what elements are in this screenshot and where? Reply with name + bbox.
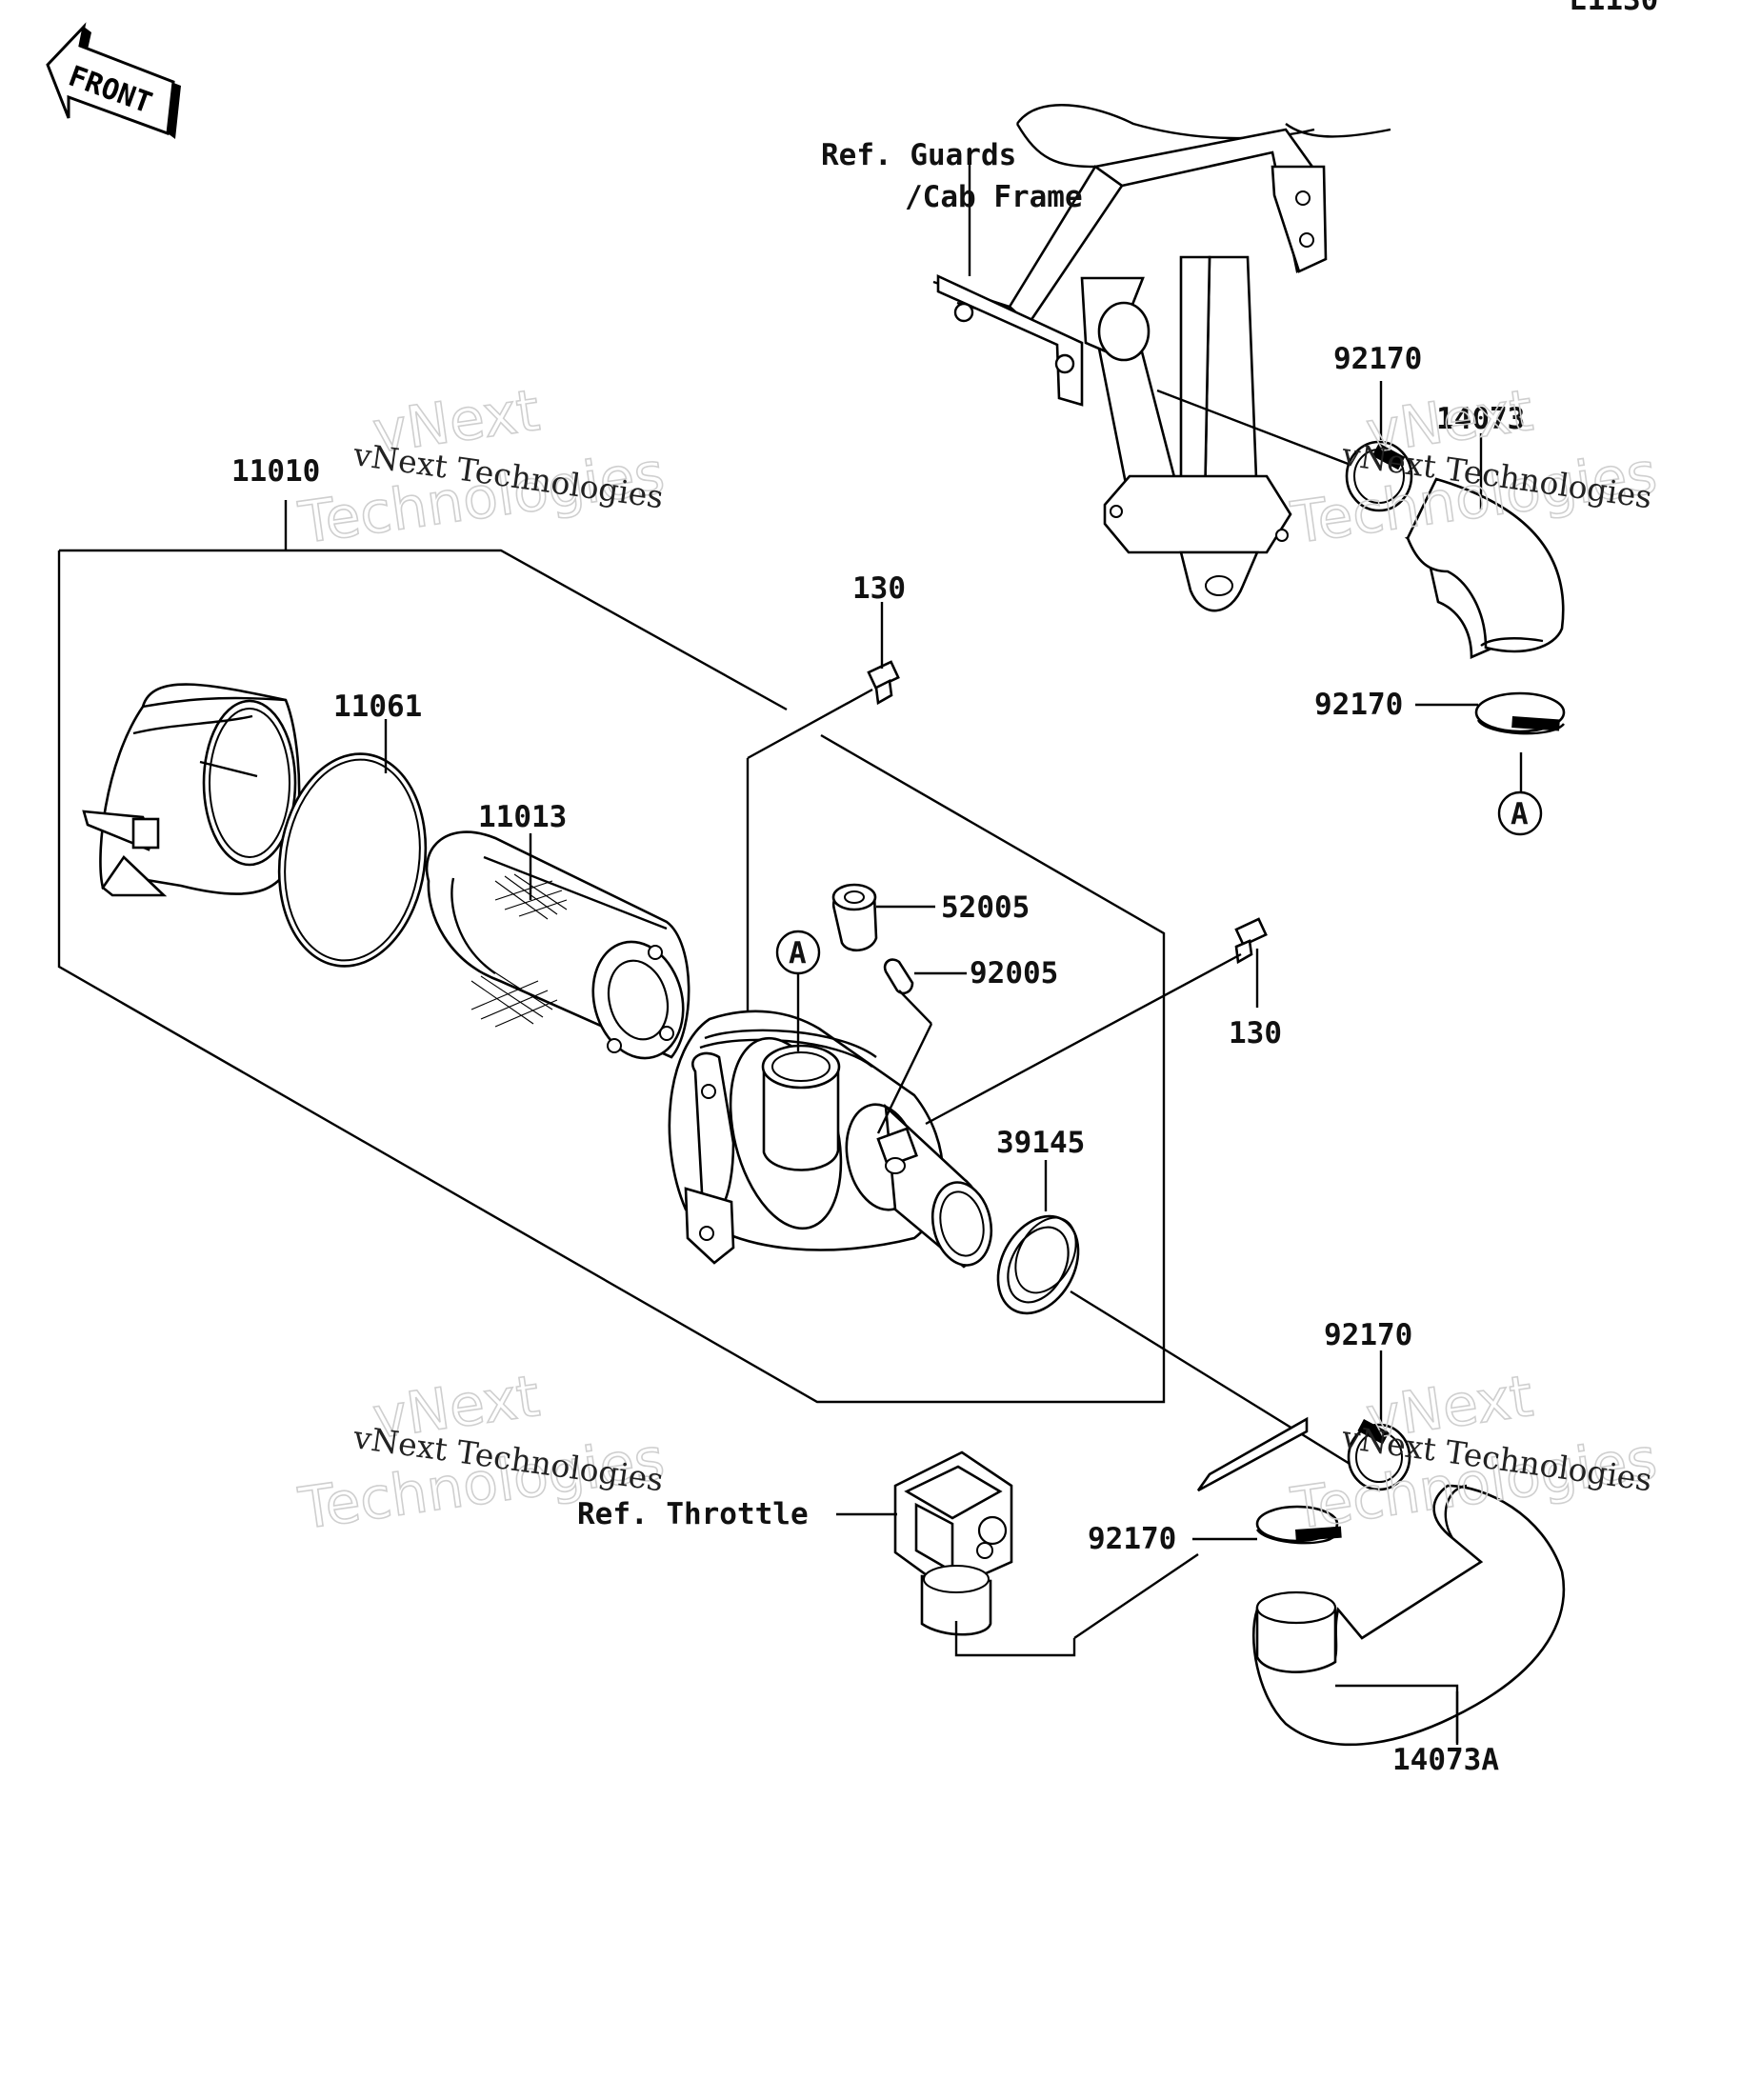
callout-11013: 11013 xyxy=(478,800,567,834)
ref-throttle-label: Ref. Throttle xyxy=(577,1497,809,1531)
throttle-body-drawing xyxy=(893,1450,1013,1636)
cap-92005-icon xyxy=(883,958,932,1025)
svg-text:A: A xyxy=(1511,797,1529,831)
callout-11010: 11010 xyxy=(231,454,320,489)
air-cleaner-body-drawing xyxy=(668,1010,993,1269)
callout-39145: 39145 xyxy=(996,1126,1085,1160)
valve-52005-icon xyxy=(831,883,878,951)
callout-130-right: 130 xyxy=(1229,1016,1282,1050)
clamp-92170-lower-left-icon xyxy=(1255,1505,1342,1545)
ref-guards-label-1: Ref. Guards xyxy=(821,138,1016,172)
callout-92005: 92005 xyxy=(970,956,1058,990)
filter-element-11013-drawing xyxy=(425,830,690,1060)
watermark-1: vNext Technologies vNext Technologies xyxy=(294,376,670,557)
marker-a-left: A xyxy=(775,930,821,975)
callout-92170-c: 92170 xyxy=(1324,1318,1412,1352)
ref-guards-label-2: /Cab Frame xyxy=(905,180,1083,214)
callout-14073: 14073 xyxy=(1436,402,1525,436)
clamp-92170-upper-icon xyxy=(1345,440,1413,512)
bolt-130-right-icon xyxy=(1234,917,1268,965)
end-cap-drawing xyxy=(82,683,301,897)
watermark-4: vNext Technologies vNext Technologies xyxy=(1287,1362,1662,1543)
clamp-92170-mid-icon xyxy=(1474,691,1566,735)
clamp-92170-lower-right-icon xyxy=(1347,1419,1411,1491)
callout-130-top: 130 xyxy=(852,571,906,606)
diagram-id: E1130 xyxy=(1570,0,1658,17)
bolt-130-top-icon xyxy=(867,660,900,706)
front-arrow-icon: FRONT xyxy=(46,22,181,139)
hose-14073A-drawing xyxy=(1196,1416,1566,1747)
o-ring-11061-drawing xyxy=(277,752,428,968)
cab-frame-drawing xyxy=(932,104,1391,612)
throttle-leader xyxy=(954,1553,1199,1657)
watermark-2: vNext Technologies vNext Technologies xyxy=(1287,376,1662,557)
callout-52005: 52005 xyxy=(941,890,1030,925)
seal-39145-icon xyxy=(996,1214,1080,1315)
callout-92170-a: 92170 xyxy=(1333,342,1422,376)
assembly-outline xyxy=(57,500,1166,1404)
svg-text:A: A xyxy=(789,936,807,970)
callout-92170-b: 92170 xyxy=(1314,688,1403,722)
hose-14073-drawing xyxy=(1404,477,1565,659)
callout-92170-d: 92170 xyxy=(1088,1522,1176,1556)
callout-11061: 11061 xyxy=(333,690,422,724)
callout-14073A: 14073A xyxy=(1392,1743,1499,1777)
marker-a-right: A xyxy=(1497,790,1543,836)
